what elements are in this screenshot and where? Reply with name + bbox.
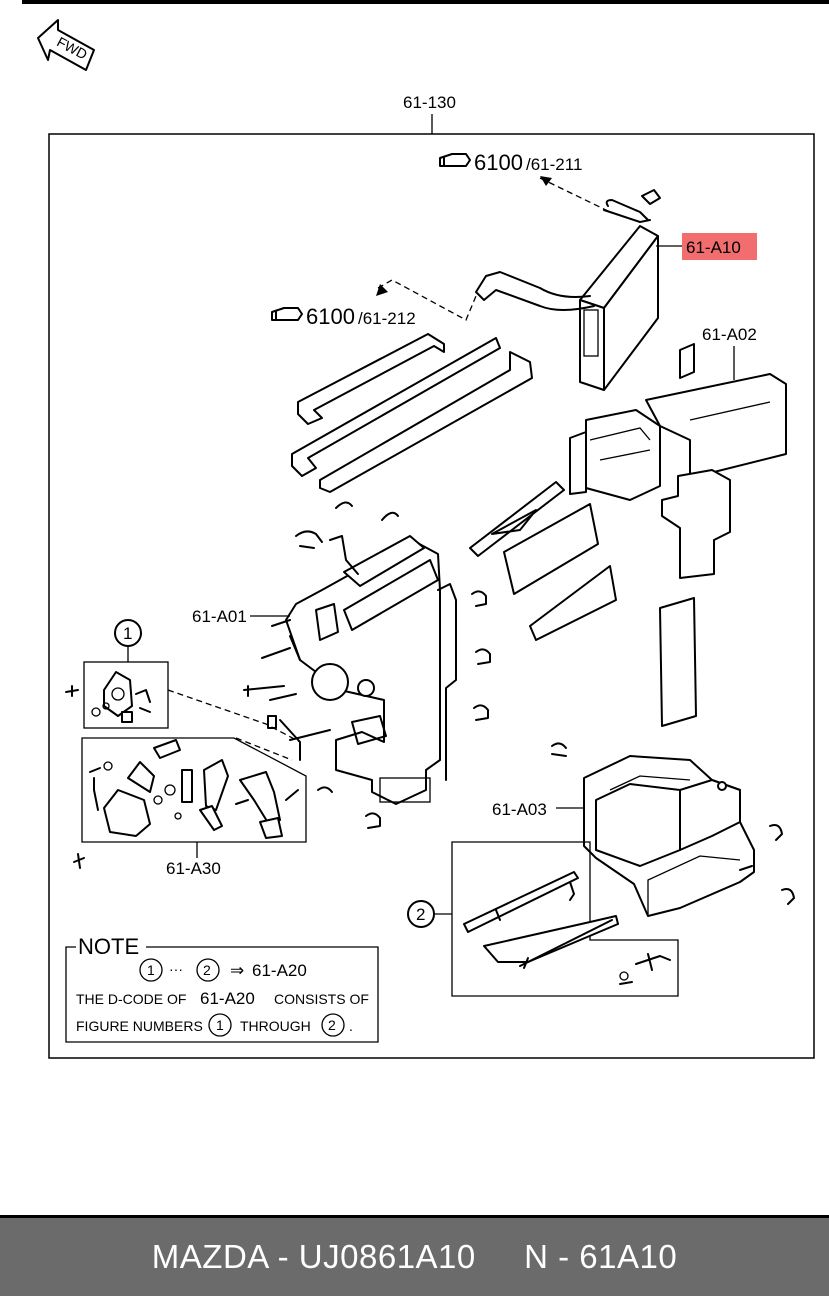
label-61-A01: 61-A01	[192, 607, 247, 626]
note-range-target: 61-A20	[252, 961, 307, 980]
ref-lower-num: 6100	[306, 304, 355, 329]
ref-upper-num: 6100	[474, 150, 523, 175]
figure-1-group: 1	[65, 619, 169, 729]
note-arrow: ⇒	[230, 961, 244, 980]
dampers	[469, 481, 697, 727]
note-range-end: 2	[203, 962, 211, 978]
note-line2-b: CONSISTS OF	[274, 991, 369, 1007]
footer-bar: MAZDA - UJ0861A10 N - 61A10	[0, 1215, 829, 1296]
ref-lower-sub: /61-212	[358, 309, 416, 328]
unit-61-A01	[243, 535, 457, 805]
note-line3-start: 1	[216, 1017, 224, 1033]
label-61-A03: 61-A03	[492, 800, 547, 819]
ref-upper-sub: /61-211	[526, 155, 582, 174]
note-box: NOTE 1 ··· 2 ⇒ 61-A20 THE D-CODE OF 61-A…	[65, 934, 379, 1043]
note-range-dots: ···	[169, 961, 183, 977]
note-range-start: 1	[147, 962, 155, 978]
seal-strips	[291, 333, 533, 493]
duct-61-A02	[569, 343, 787, 579]
label-61-130: 61-130	[403, 93, 456, 112]
note-line3-end: 2	[328, 1017, 336, 1033]
housing-61-A03	[583, 755, 755, 917]
note-line2-a: THE D-CODE OF	[76, 991, 186, 1007]
note-line3-period: .	[349, 1018, 353, 1034]
heater-core	[475, 189, 661, 391]
label-61-A30: 61-A30	[166, 859, 221, 878]
group-61-A30	[81, 737, 307, 843]
note-line3-a: FIGURE NUMBERS	[76, 1018, 203, 1034]
fwd-arrow-icon: FWD	[37, 19, 95, 71]
label-61-A02: 61-A02	[702, 325, 757, 344]
figure-2-group: 2	[407, 841, 679, 997]
note-line3-b: THROUGH	[240, 1018, 311, 1034]
note-line2-code: 61-A20	[200, 989, 255, 1008]
parts-diagram: FWD 61-130 6100 /61-211 6100 /61-212 61-…	[22, 0, 829, 1059]
clips	[295, 501, 795, 905]
figure-2-marker: 2	[416, 905, 425, 924]
highlight-61-A10	[682, 233, 757, 260]
footer-part-number: MAZDA - UJ0861A10 N - 61A10	[151, 1238, 678, 1275]
pointing-hand-icon	[271, 307, 303, 321]
label-61-A10: 61-A10	[686, 238, 741, 257]
figure-1-marker: 1	[123, 624, 132, 643]
note-title: NOTE	[78, 934, 139, 959]
assembly-frame	[48, 133, 815, 1059]
ref-upper: 6100 /61-211	[439, 150, 582, 175]
pointing-hand-icon	[439, 153, 471, 167]
ref-lower: 6100 /61-212	[271, 304, 416, 329]
